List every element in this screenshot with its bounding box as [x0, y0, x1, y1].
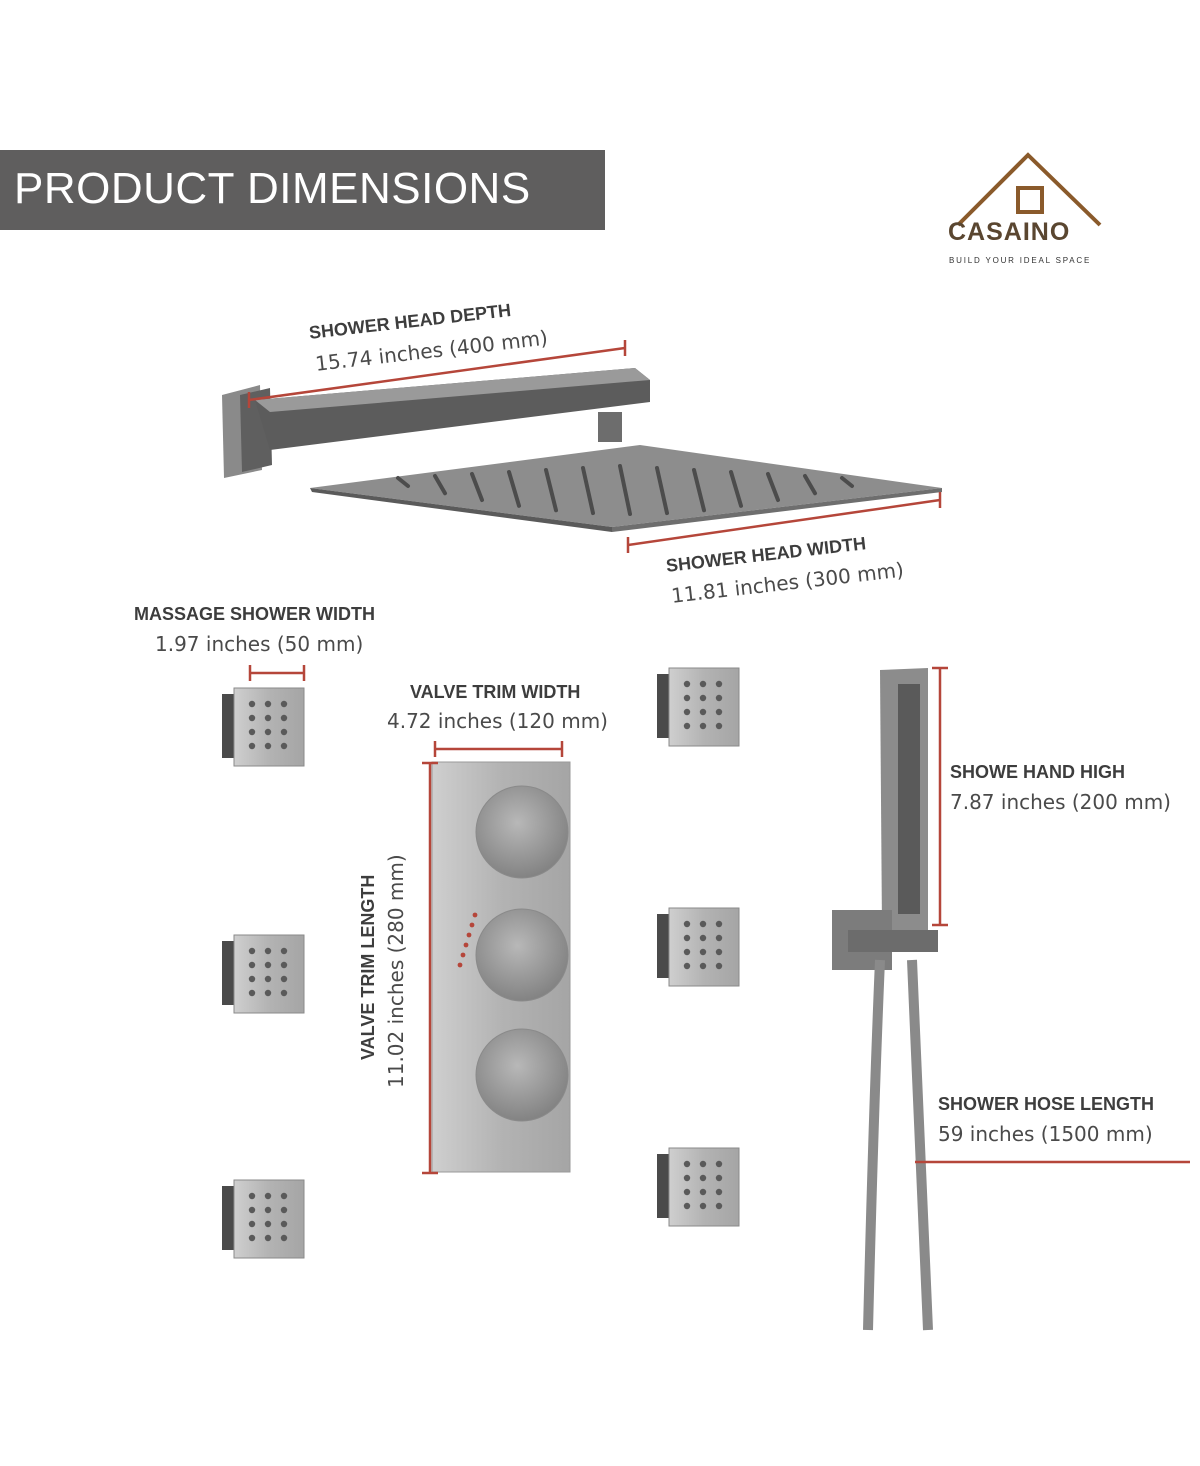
- massage-width-value: 1.97 inches (50 mm): [155, 632, 364, 656]
- body-jet: [222, 934, 305, 1014]
- hand-high-label: SHOWE HAND HIGH: [950, 762, 1125, 782]
- dimension-lines: [247, 340, 1190, 1175]
- shower-arm: [222, 368, 650, 478]
- body-jet: [657, 1147, 740, 1227]
- valve-length-label: VALVE TRIM LENGTH: [358, 874, 378, 1060]
- body-jet: [657, 907, 740, 987]
- body-jet: [222, 687, 305, 767]
- massage-width-label: MASSAGE SHOWER WIDTH: [134, 604, 375, 624]
- brand-tagline: BUILD YOUR IDEAL SPACE: [949, 256, 1092, 265]
- valve-length-value: 11.02 inches (280 mm): [384, 854, 408, 1088]
- body-jet: [657, 667, 740, 747]
- valve-width-label: VALVE TRIM WIDTH: [410, 682, 581, 702]
- brand-name: CASAINO: [948, 218, 1071, 246]
- rain-shower-head: [310, 445, 942, 532]
- body-jet: [222, 1179, 305, 1259]
- brand-logo: CASAINO BUILD YOUR IDEAL SPACE: [940, 150, 1110, 270]
- body-jets: [222, 667, 740, 1259]
- hand-high-value: 7.87 inches (200 mm): [950, 790, 1171, 814]
- page-title: PRODUCT DIMENSIONS: [14, 164, 531, 213]
- title-banner: PRODUCT DIMENSIONS: [0, 150, 605, 230]
- hose-length-value: 59 inches (1500 mm): [938, 1122, 1153, 1146]
- hose-length-label: SHOWER HOSE LENGTH: [938, 1094, 1155, 1114]
- house-roof-icon: [956, 152, 1102, 227]
- hand-shower: [832, 668, 938, 1331]
- valve-trim: [431, 761, 571, 1173]
- valve-width-value: 4.72 inches (120 mm): [387, 709, 608, 733]
